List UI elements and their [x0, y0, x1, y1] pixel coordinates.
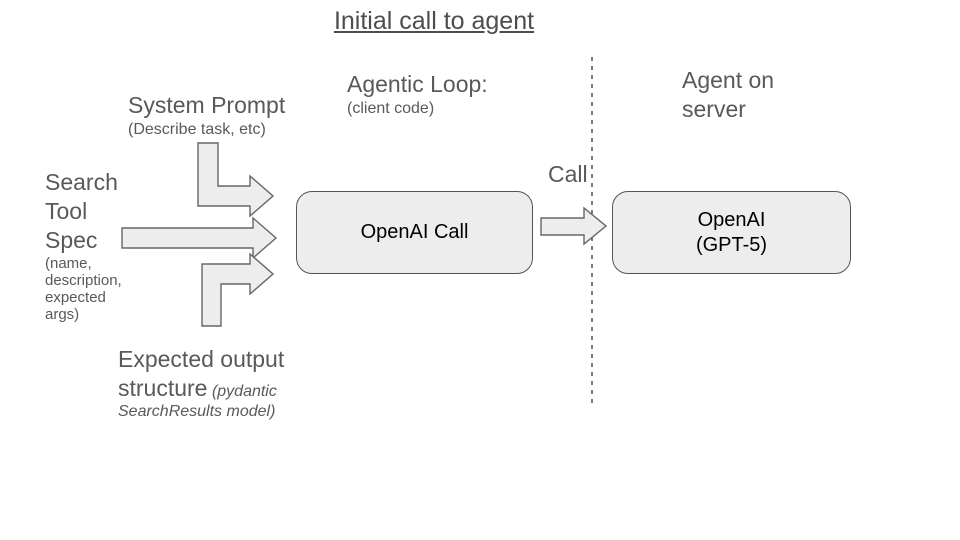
expected-output-note: (pydantic SearchResults model) — [118, 383, 277, 420]
search-tool-spec-label-group: Search Tool Spec (name, description, exp… — [45, 168, 137, 323]
openai-call-node-label: OpenAI Call — [360, 221, 469, 243]
search-tool-spec-subtitle: (name, description, expected args) — [45, 255, 122, 323]
agentic-loop-subtitle: (client code) — [347, 100, 435, 117]
elbow-arrow-from-expected-output — [201, 252, 275, 327]
system-prompt-subtitle: (Describe task, etc) — [128, 121, 266, 138]
call-arrow — [540, 206, 608, 246]
openai-gpt5-node-label-line1: OpenAI — [697, 208, 766, 231]
search-tool-spec-label: Search Tool Spec — [45, 169, 118, 253]
expected-output-label-group: Expected output structure (pydantic Sear… — [118, 345, 308, 421]
agentic-loop-label-group: Agentic Loop: (client code) — [347, 70, 557, 118]
call-label: Call — [548, 161, 588, 187]
system-prompt-label: System Prompt — [128, 92, 286, 118]
expected-output-label: Expected output structure — [118, 346, 285, 401]
arrow-from-search-tool-spec — [121, 216, 278, 260]
system-prompt-label-group: System Prompt (Describe task, etc) — [128, 91, 338, 139]
openai-gpt5-node-label-line2: (GPT-5) — [695, 233, 768, 256]
openai-gpt5-node: OpenAI (GPT-5) — [612, 191, 851, 274]
openai-call-node: OpenAI Call — [296, 191, 533, 274]
slide-title: Initial call to agent — [333, 7, 535, 35]
agent-on-server-label: Agent on server — [682, 67, 775, 122]
elbow-arrow-from-system-prompt — [197, 142, 275, 218]
agentic-loop-label: Agentic Loop: — [347, 71, 488, 97]
